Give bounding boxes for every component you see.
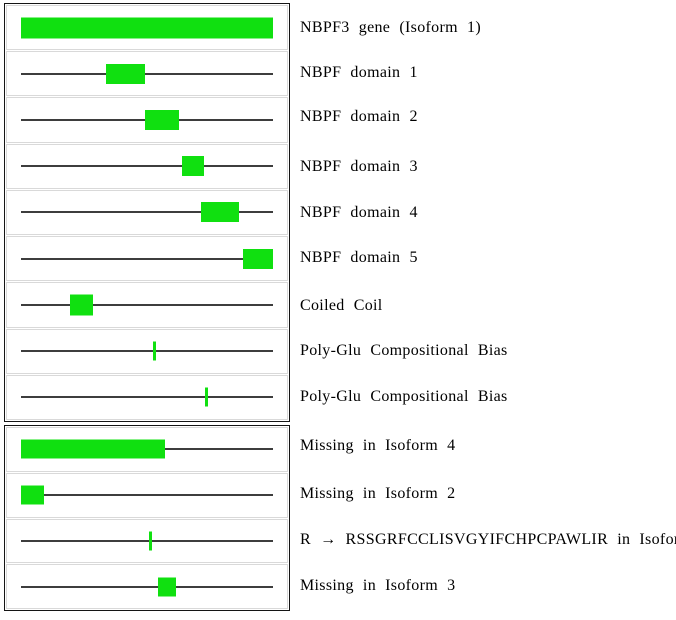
nbpf-domain-marker	[145, 110, 179, 131]
feature-track-row	[6, 374, 288, 420]
feature-track-row	[6, 97, 288, 143]
feature-track-panel-isoforms	[4, 425, 290, 611]
backbone-line	[21, 257, 273, 260]
feature-label: Missing in Isoform 4	[300, 437, 456, 454]
feature-track-row	[6, 427, 288, 472]
feature-track-row	[6, 472, 288, 518]
feature-track-row	[6, 236, 288, 282]
feature-track-row	[6, 51, 288, 97]
nbpf-domain-marker	[182, 156, 204, 177]
feature-track-row	[6, 564, 288, 609]
polyglu-bias-tick-marker	[153, 341, 156, 361]
feature-label: Poly-Glu Compositional Bias	[300, 388, 508, 405]
backbone-line	[21, 494, 273, 497]
backbone-line	[21, 72, 273, 75]
feature-label: Missing in Isoform 2	[300, 485, 456, 502]
feature-track-row	[6, 328, 288, 374]
nbpf-domain-marker	[106, 63, 145, 84]
feature-label: Coiled Coil	[300, 297, 383, 314]
feature-track-row	[6, 189, 288, 236]
backbone-line	[21, 211, 273, 214]
feature-label: NBPF domain 3	[300, 158, 418, 175]
feature-track-row	[6, 282, 288, 328]
nbpf-domain-marker	[243, 248, 273, 269]
feature-label: NBPF domain 4	[300, 204, 418, 221]
backbone-line	[21, 585, 273, 588]
missing-region-marker	[158, 577, 176, 597]
substitution-tick-marker	[149, 531, 152, 551]
missing-region-marker	[21, 485, 44, 505]
feature-track-panel-gene-domains	[4, 3, 290, 422]
backbone-line	[21, 350, 273, 353]
polyglu-bias-tick-marker	[205, 387, 208, 407]
feature-label: R → RSSGRFCCLISVGYIFCHPCPAWLIR in Isofor…	[300, 531, 676, 548]
feature-label: NBPF domain 1	[300, 64, 418, 81]
feature-label: Poly-Glu Compositional Bias	[300, 342, 508, 359]
feature-track-row	[6, 518, 288, 564]
missing-region-marker	[21, 439, 165, 459]
backbone-line	[21, 165, 273, 168]
feature-label: NBPF domain 2	[300, 108, 418, 125]
feature-track-row	[6, 143, 288, 189]
feature-track-row	[6, 5, 288, 51]
backbone-line	[21, 539, 273, 542]
feature-label: NBPF3 gene (Isoform 1)	[300, 19, 481, 36]
backbone-line	[21, 396, 273, 399]
feature-label: Missing in Isoform 3	[300, 577, 456, 594]
nbpf-domain-marker	[201, 202, 239, 223]
gene-bar-marker	[21, 17, 273, 39]
coiled-coil-marker	[70, 294, 93, 316]
backbone-line	[21, 303, 273, 306]
feature-label: NBPF domain 5	[300, 249, 418, 266]
